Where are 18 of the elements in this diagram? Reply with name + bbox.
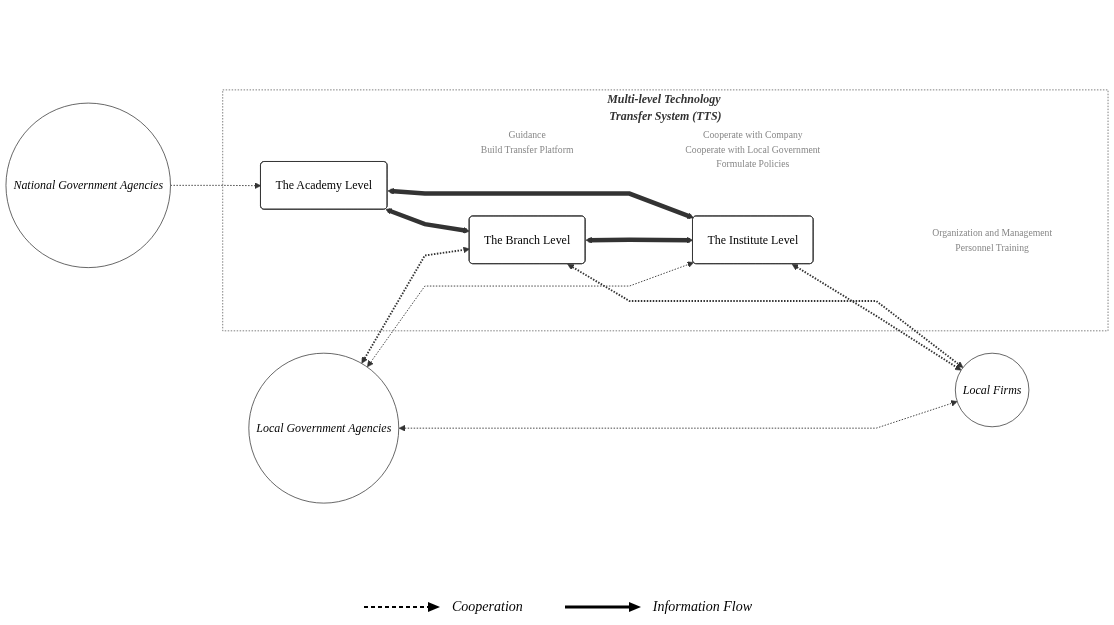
node-circle: Local Firms <box>954 352 1030 428</box>
node-circle: Local Government Agencies <box>248 352 400 504</box>
arrow <box>361 246 470 364</box>
arrow <box>791 263 962 371</box>
node-label: Formulate Policies <box>716 157 790 169</box>
legend-text: Information Flow <box>652 599 752 615</box>
node-label: Cooperate with Company <box>702 128 803 140</box>
node-circle: National Government Agencies <box>5 102 171 268</box>
node-label: Personnel Training <box>955 241 1029 253</box>
arrow <box>387 188 694 219</box>
node-label: Organization and Management <box>932 226 1053 238</box>
node-label: Guidance <box>508 128 546 140</box>
arrow <box>585 236 694 244</box>
node-label: Build Transfer Platform <box>480 143 574 155</box>
arrow <box>567 263 964 368</box>
node-label: Cooperate with Local Government <box>685 143 821 155</box>
legend-text: Cooperation <box>452 599 523 615</box>
arrow <box>385 208 470 234</box>
